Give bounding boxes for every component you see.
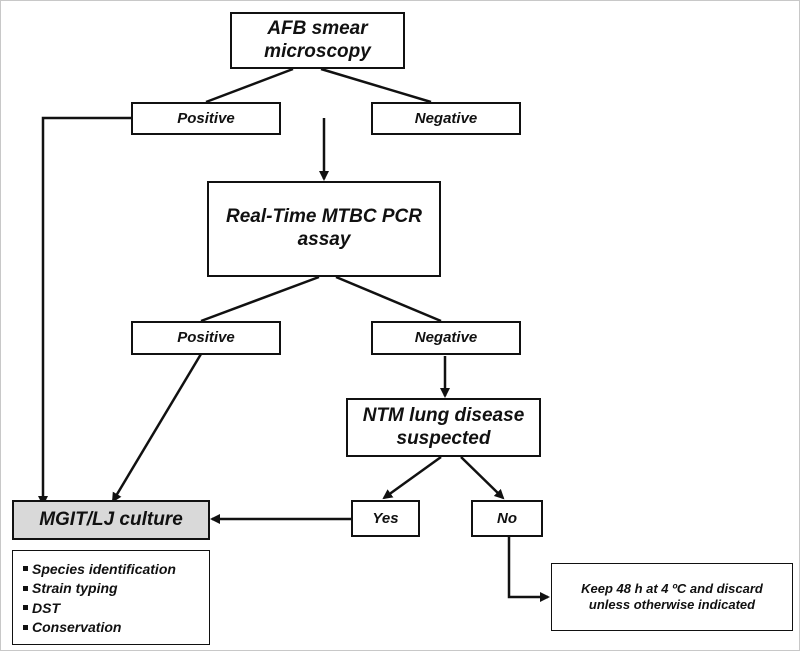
followup-item: Species identification xyxy=(23,559,199,579)
edge-ntm-to-yes xyxy=(382,455,442,500)
edge-afb-to-negative xyxy=(320,67,432,104)
followup-item: Conservation xyxy=(23,618,199,638)
pcr-assay-line1: Real-Time MTBC PCR xyxy=(225,206,422,228)
edge-pcr-to-positive xyxy=(200,275,320,323)
afb-smear-microscopy-box: AFB smear microscopy xyxy=(230,12,405,69)
followup-species-identification: Species identification xyxy=(32,560,176,577)
pcr-negative-box: Negative xyxy=(371,321,521,355)
afb-smear-line1: AFB smear xyxy=(267,17,368,39)
afb-positive-label: Positive xyxy=(177,109,235,127)
pcr-positive-box: Positive xyxy=(131,321,281,355)
edge-positive-to-culture xyxy=(38,116,131,506)
afb-negative-box: Negative xyxy=(371,102,521,135)
followup-item: DST xyxy=(23,598,199,618)
keep-note-line2: unless otherwise indicated xyxy=(588,597,756,612)
no-label: No xyxy=(497,509,517,527)
pcr-assay-line2: assay xyxy=(297,229,351,250)
afb-smear-line2: microscopy xyxy=(264,40,371,62)
pcr-assay-box: Real-Time MTBC PCR assay xyxy=(207,181,441,277)
followup-dst: DST xyxy=(32,599,60,616)
yes-box: Yes xyxy=(351,500,420,537)
keep-note-line1: Keep 48 h at 4 ºC and discard xyxy=(581,580,763,596)
edge-pcr-to-negative xyxy=(335,275,442,323)
culture-label: MGIT/LJ culture xyxy=(39,508,183,530)
followup-conservation: Conservation xyxy=(32,619,122,636)
keep-discard-note-box: Keep 48 h at 4 ºC and discard unless oth… xyxy=(551,563,793,631)
pcr-negative-label: Negative xyxy=(414,329,478,346)
culture-followups-box: Species identification Strain typing DST… xyxy=(12,550,210,645)
edge-afb-to-positive xyxy=(205,67,294,104)
bullet-icon xyxy=(23,605,28,611)
ntm-line1: NTM lung disease xyxy=(362,404,525,426)
edge-no-to-keep xyxy=(507,537,550,602)
mgit-lj-culture-box: MGIT/LJ culture xyxy=(12,500,210,540)
bullet-icon xyxy=(23,566,28,572)
ntm-line2: suspected xyxy=(396,427,491,449)
followup-item: Strain typing xyxy=(23,579,199,599)
afb-negative-label: Negative xyxy=(414,109,478,127)
yes-label: Yes xyxy=(372,509,399,527)
pcr-positive-label: Positive xyxy=(177,329,235,346)
bullet-icon xyxy=(23,585,28,591)
edge-ntm-to-no xyxy=(460,456,505,500)
afb-positive-box: Positive xyxy=(131,102,281,135)
edge-pcr-positive-to-culture xyxy=(111,353,203,503)
followup-strain-typing: Strain typing xyxy=(32,580,118,597)
bullet-icon xyxy=(23,624,28,630)
ntm-suspected-box: NTM lung disease suspected xyxy=(346,398,541,457)
no-box: No xyxy=(471,500,543,537)
